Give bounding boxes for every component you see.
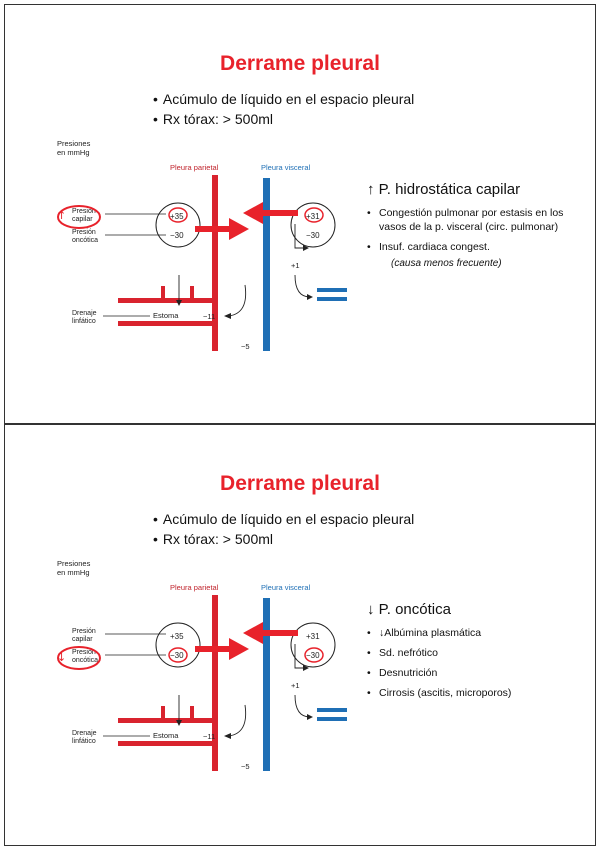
side-heading: ↓ P. oncótica: [367, 601, 451, 618]
bullet-item: Rx tórax: > 500ml: [153, 109, 414, 129]
parietal-pleura: [118, 595, 218, 771]
blue-mark: [317, 288, 347, 292]
drainage-label: Drenaje: [72, 310, 97, 317]
minus-five-value: −5: [241, 342, 250, 351]
curved-arrow-icon: [294, 694, 311, 718]
stoma-label: Estoma: [153, 731, 179, 740]
visceral-label: Pleura visceral: [261, 583, 311, 592]
drainage-label: linfático: [72, 318, 96, 325]
curved-arrow-icon: [294, 274, 311, 298]
onc-pressure-label: oncótica: [72, 657, 98, 664]
bullet-item: Rx tórax: > 500ml: [153, 529, 414, 549]
bullet-item: Acúmulo de líquido en el espacio pleural: [153, 509, 414, 529]
bullet-list: Acúmulo de líquido en el espacio pleural…: [153, 509, 414, 549]
bullet-item: Acúmulo de líquido en el espacio pleural: [153, 89, 414, 109]
side-list-item: Insuf. cardiaca congest.: [367, 240, 592, 254]
minus-eleven-value: −11: [203, 312, 215, 321]
highlight-onc: ↓: [57, 646, 324, 670]
parietal-label: Pleura parietal: [170, 163, 219, 172]
blue-mark: [317, 708, 347, 712]
side-panel: ↑ P. hidrostática capilar Congestión pul…: [367, 181, 592, 269]
visceral-pleura: [263, 598, 270, 771]
minus-five-value: −5: [241, 762, 250, 771]
side-note: (causa menos frecuente): [391, 258, 502, 269]
left-onc-value: −30: [170, 231, 184, 240]
reabsorption-arrow-icon: [243, 622, 298, 644]
cap-pressure-label: Presión: [72, 208, 96, 215]
parietal-label: Pleura parietal: [170, 583, 219, 592]
reabsorption-arrow-icon: [243, 202, 298, 224]
parietal-capillary: [155, 622, 201, 668]
side-heading: ↑ P. hidrostática capilar: [367, 181, 521, 198]
left-cap-value: +35: [170, 632, 184, 641]
cap-pressure-label: Presión: [72, 628, 96, 635]
visceral-capillary: [290, 622, 336, 668]
right-cap-value: +31: [306, 632, 320, 641]
curved-arrow-icon: [228, 284, 247, 317]
left-onc-value: −30: [170, 651, 184, 660]
curved-arrow-icon: [228, 704, 247, 737]
pleura-diagram: Presiones en mmHg Pleura parietal Pleura…: [57, 139, 347, 351]
small-arrow-icon: [294, 644, 305, 669]
filtration-arrow-icon: [195, 638, 249, 660]
plus-one-value: +1: [291, 681, 300, 690]
side-list-item: ↓Albúmina plasmática: [367, 626, 592, 640]
visceral-label: Pleura visceral: [261, 163, 311, 172]
side-list: ↓Albúmina plasmáticaSd. nefróticoDesnutr…: [367, 626, 592, 700]
arrow-icon: ↑: [57, 209, 66, 222]
bullet-list: Acúmulo de líquido en el espacio pleural…: [153, 89, 414, 129]
pressures-label: Presiones: [57, 139, 91, 148]
arrow-icon: ↓: [57, 651, 66, 664]
slide-title: Derrame pleural: [220, 52, 380, 75]
left-cap-value: +35: [170, 212, 184, 221]
slide-2: Derrame pleural Acúmulo de líquido en el…: [4, 424, 596, 846]
side-list-item: Cirrosis (ascitis, microporos): [367, 686, 592, 700]
drainage-label: linfático: [72, 738, 96, 745]
side-list-item: Sd. nefrótico: [367, 646, 592, 660]
small-arrow-icon: [294, 224, 305, 249]
highlight-cap: ↑: [57, 205, 324, 229]
blue-mark: [317, 717, 347, 721]
pleura-diagram: Presiones en mmHg Pleura parietal Pleura…: [57, 559, 347, 771]
minus-eleven-value: −11: [203, 732, 215, 741]
right-onc-value: −30: [306, 651, 320, 660]
pressures-label: en mmHg: [57, 148, 90, 157]
cap-pressure-label: capilar: [72, 216, 93, 223]
slide-1: Derrame pleural Acúmulo de líquido en el…: [4, 4, 596, 424]
parietal-capillary: [155, 202, 201, 248]
right-onc-value: −30: [306, 231, 320, 240]
visceral-pleura: [263, 178, 270, 351]
onc-pressure-label: oncótica: [72, 237, 98, 244]
side-list-item: Desnutrición: [367, 666, 592, 680]
right-cap-value: +31: [306, 212, 320, 221]
plus-one-value: +1: [291, 261, 300, 270]
parietal-pleura: [118, 175, 218, 351]
slide-title: Derrame pleural: [220, 472, 380, 495]
pressures-label: Presiones: [57, 559, 91, 568]
drainage-label: Drenaje: [72, 730, 97, 737]
side-list-item: Congestión pulmonar por estasis en los v…: [367, 206, 592, 234]
cap-pressure-label: capilar: [72, 636, 93, 643]
blue-mark: [317, 297, 347, 301]
visceral-capillary: [290, 202, 336, 248]
onc-pressure-label: Presión: [72, 649, 96, 656]
side-list: Congestión pulmonar por estasis en los v…: [367, 206, 592, 254]
stoma-label: Estoma: [153, 311, 179, 320]
side-panel: ↓ P. oncótica ↓Albúmina plasmáticaSd. ne…: [367, 601, 592, 706]
onc-pressure-label: Presión: [72, 229, 96, 236]
pressures-label: en mmHg: [57, 568, 90, 577]
filtration-arrow-icon: [195, 218, 249, 240]
